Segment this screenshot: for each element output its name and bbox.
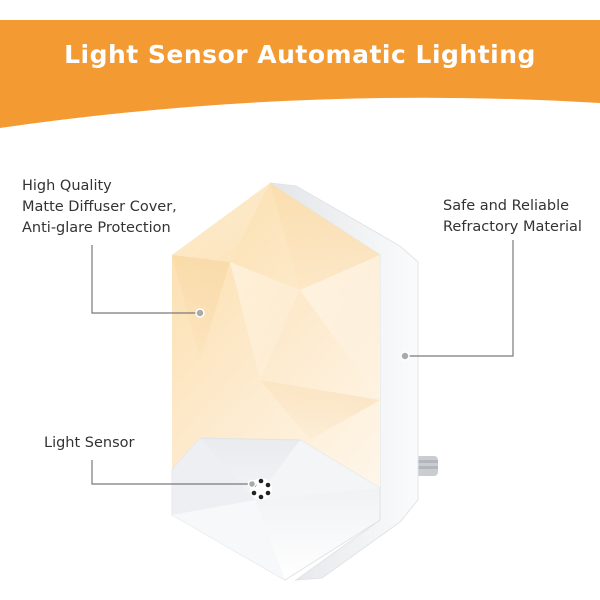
banner-title: Light Sensor Automatic Lighting (64, 40, 536, 69)
facet-top-right (270, 183, 380, 290)
callout-material-line-2: Refractory Material (443, 219, 582, 235)
facet-top-left (172, 183, 270, 262)
banner-shape (0, 20, 600, 128)
leader-line-material (405, 240, 514, 357)
facet-lower (260, 380, 380, 440)
callout-cover: High Quality Matte Diffuser Cover, Anti-… (22, 176, 177, 239)
facet-center (230, 262, 300, 380)
callout-sensor-label: Light Sensor (44, 435, 135, 451)
base-facet-3 (255, 440, 380, 500)
callout-cover-line-2: Matte Diffuser Cover, (22, 199, 177, 215)
facet-mid (172, 255, 230, 360)
base-facet (172, 438, 255, 515)
callout-cover-line-1: High Quality (22, 178, 112, 194)
header-banner (0, 20, 600, 128)
leader-line-sensor (91, 460, 252, 485)
facet-right (300, 255, 380, 400)
callout-sensor: Light Sensor (44, 433, 135, 454)
callout-dot-sensor (247, 479, 257, 489)
callout-material-line-1: Safe and Reliable (443, 198, 570, 214)
callout-cover-line-3: Anti-glare Protection (22, 220, 171, 236)
leader-line-cover (91, 245, 200, 314)
plug-prong (416, 456, 438, 476)
callout-material: Safe and Reliable Refractory Material (443, 196, 582, 238)
base-facet-2 (172, 500, 285, 580)
callout-dot-material (400, 351, 410, 361)
callout-dot-cover (195, 308, 205, 318)
